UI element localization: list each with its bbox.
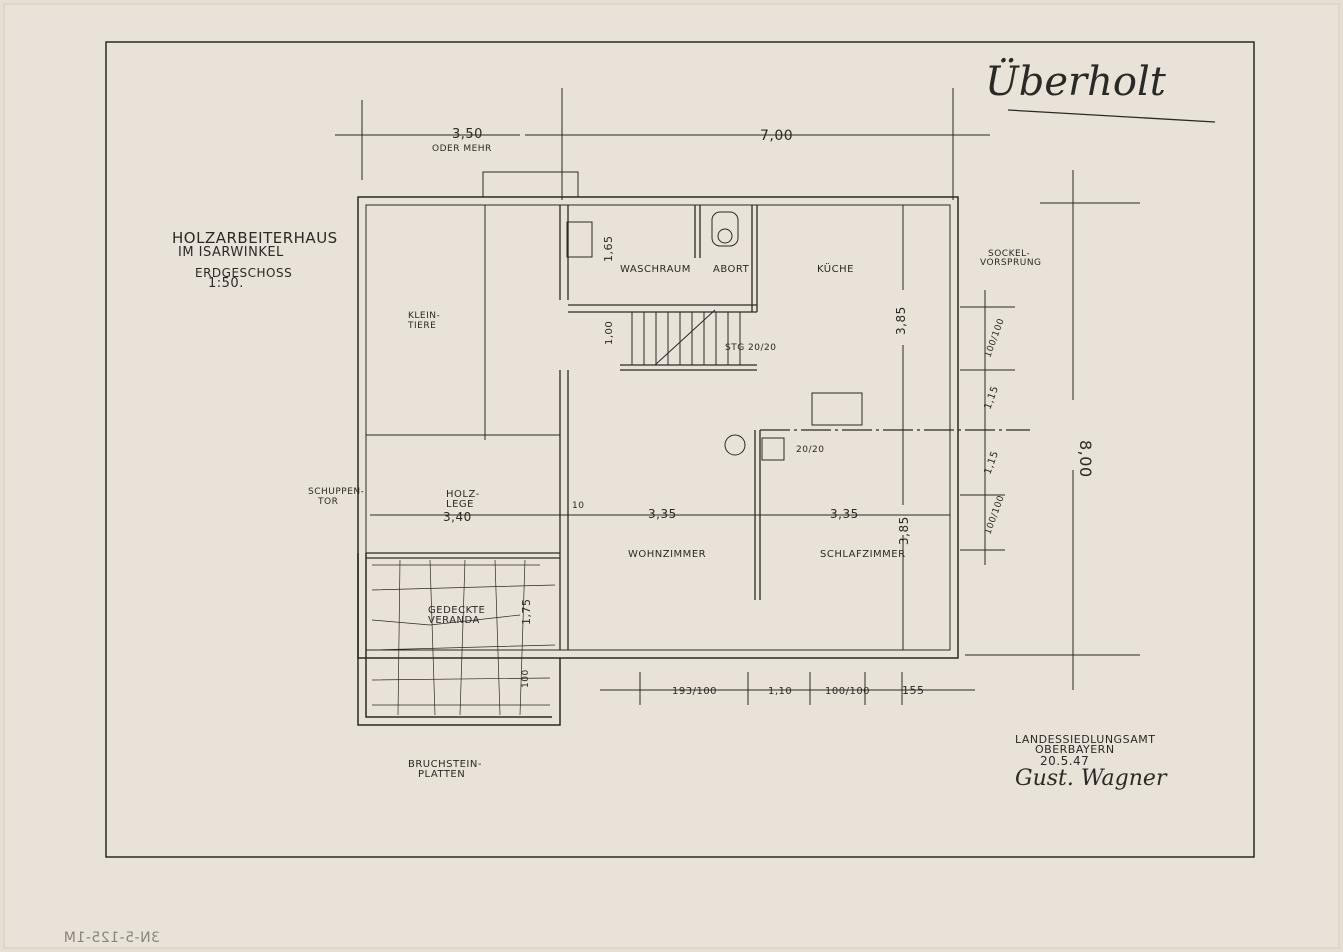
room-kueche: KÜCHE [817,262,854,275]
signature: Gust. Wagner [1015,766,1168,791]
toilet-icon [711,211,739,247]
archive-number: 3N-5-125-1M [63,930,160,946]
stairs [631,309,741,366]
title-line-2: IM ISARWINKEL [178,245,284,260]
room-holzlege-2: LEGE [446,499,474,510]
dim-top-left-note: ODER MEHR [432,144,492,154]
drawing-frame [105,41,1255,858]
dim-veranda-100: 100 [521,669,531,688]
dim-175: 1,75 [520,599,533,626]
room-veranda-1: GEDECKTE [428,605,485,616]
dim-340: 3,40 [443,510,472,524]
room-kleintiere-1: KLEIN- [408,311,440,321]
label-sockel-1: SOCKEL- [988,249,1030,259]
dim-top-left: 3,50 [452,127,483,142]
stamp-line-1: LANDESSIEDLUNGSAMT [1015,733,1156,746]
label-bruchstein-2: PLATTEN [418,769,465,780]
label-sockel-2: VORSPRUNG [980,258,1042,268]
room-waschraum: WASCHRAUM [620,264,691,275]
dim-385-top: 3,85 [894,306,908,335]
stamp-line-2: OBERBAYERN [1035,743,1115,756]
dim-bottom-110: 1,10 [768,686,792,697]
dim-bottom-100: 100/100 [825,686,870,697]
dim-right-total: 8,00 [1076,440,1095,478]
outer-walls [357,171,959,726]
room-wohnzimmer: WOHNZIMMER [628,549,706,560]
washbasin-icon [566,221,593,258]
paper [3,3,1340,949]
room-schlafzimmer: SCHLAFZIMMER [820,549,906,560]
dim-385-bottom: 3,85 [897,516,911,545]
scale-label: 1:50. [208,276,244,291]
label-schuppentor-1: SCHUPPEN- [308,487,364,497]
label-chimney: 20/20 [796,445,824,455]
room-kleintiere-2: TIERE [407,321,436,331]
dim-335-right: 3,35 [830,507,859,521]
dim-165: 1,65 [602,236,615,263]
dim-bottom-193: 193/100 [672,686,717,697]
floor-label: ERDGESCHOSS [195,266,292,280]
room-holzlege-1: HOLZ- [446,489,480,500]
dim-top-right: 7,00 [760,128,793,144]
dim-100: 1,00 [604,321,615,345]
veranda-paving [371,559,556,716]
label-bruchstein-1: BRUCHSTEIN- [408,759,482,770]
dim-10: 10 [572,501,584,511]
fixtures [566,211,739,258]
annotation-ueberholt: Überholt [985,58,1167,105]
dimension-lines [335,88,1216,705]
dim-bottom-155: 155 [902,684,925,697]
label-stair: STG 20/20 [725,343,776,353]
stamp-date: 20.5.47 [1040,754,1089,768]
label-schuppentor-2: TOR [317,497,338,507]
title-line-1: HOLZARBEITERHAUS [172,229,338,247]
dim-335-left: 3,35 [648,507,677,521]
room-abort: ABORT [713,264,750,275]
room-veranda-2: VERANDA [428,615,480,626]
